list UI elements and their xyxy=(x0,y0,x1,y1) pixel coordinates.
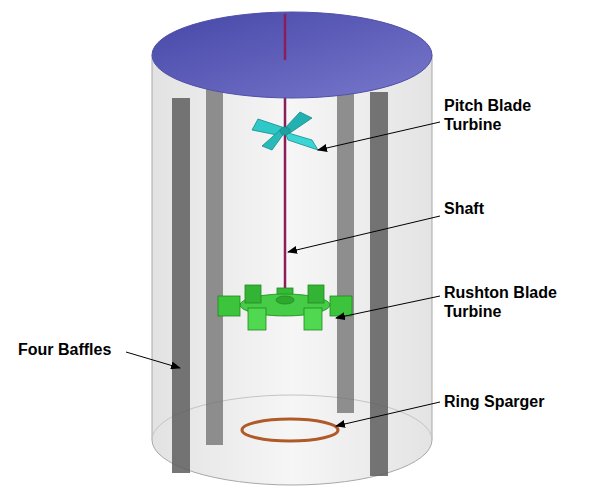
pitch-blade-turbine xyxy=(252,112,318,150)
shaft xyxy=(284,12,287,300)
leader-line xyxy=(336,402,440,426)
part-label: Rushton Blade Turbine xyxy=(444,283,564,321)
shaft xyxy=(284,14,287,60)
baffle xyxy=(172,98,190,473)
tank-wall xyxy=(152,55,432,485)
part-label: Four Baffles xyxy=(18,340,128,359)
baffle xyxy=(206,60,223,445)
leader-line xyxy=(288,216,440,252)
baffle xyxy=(370,92,388,476)
part-label: Pitch Blade Turbine xyxy=(444,96,564,134)
part-label: Shaft xyxy=(444,199,564,218)
liquid-surface xyxy=(152,12,432,98)
leader-line xyxy=(126,352,180,368)
tank-bottom-back xyxy=(152,395,432,440)
rushton-turbine xyxy=(218,285,352,330)
leader-line xyxy=(318,122,440,150)
leader-line xyxy=(336,296,440,318)
ring-sparger xyxy=(242,419,338,441)
part-label: Ring Sparger xyxy=(444,392,574,411)
